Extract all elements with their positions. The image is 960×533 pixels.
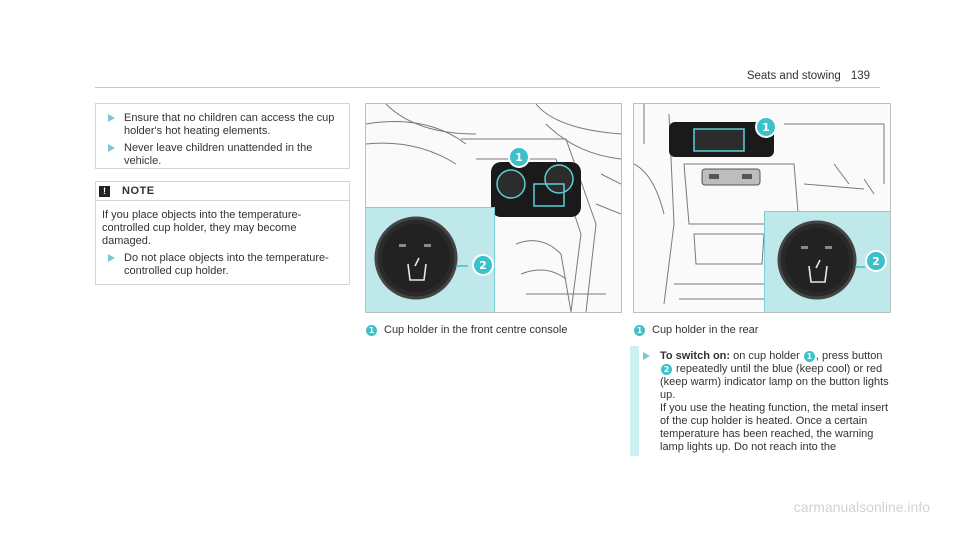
callout-2: 2 (865, 250, 887, 272)
page-number: 139 (850, 70, 870, 82)
arrow-icon (108, 114, 115, 122)
warning-item: Never leave children unattended in the v… (96, 142, 341, 168)
instruction-text: To switch on: on cup holder 1, press but… (660, 350, 890, 454)
header-divider (95, 87, 880, 88)
arrow-icon (108, 254, 115, 262)
figure-front-console: 1 2 (365, 103, 622, 313)
instruction-bar (630, 346, 639, 456)
note-header: ! NOTE (96, 182, 349, 201)
instruction-part: on cup holder (730, 350, 803, 362)
console-illustration (366, 104, 621, 312)
callout-2: 2 (472, 254, 494, 276)
instruction-part: repeatedly until the blue (keep cool) or… (660, 363, 889, 401)
inline-callout-2: 2 (661, 363, 672, 375)
cup-button-illustration (777, 220, 865, 300)
note-item: Do not place objects into the temperatur… (96, 252, 341, 278)
note-title: NOTE (122, 185, 155, 197)
button-inset (764, 211, 890, 312)
instruction-label: To switch on: (660, 350, 731, 362)
figure-caption-front: 1 Cup holder in the front centre console (362, 324, 567, 336)
arrow-icon (643, 352, 650, 360)
instruction-part: , press button (815, 350, 883, 362)
exclamation-icon: ! (99, 185, 110, 197)
figure-caption-rear: 1 Cup holder in the rear (630, 324, 758, 336)
instruction-paragraph: If you use the heating function, the met… (660, 402, 889, 453)
caption-text: Cup holder in the front centre console (384, 324, 568, 336)
caption-number: 1 (366, 324, 377, 336)
section-title: Seats and stowing (746, 70, 841, 82)
note-body: If you place objects into the temperatur… (102, 209, 302, 247)
callout-1: 1 (508, 146, 530, 168)
caption-text: Cup holder in the rear (652, 324, 759, 336)
cup-button-illustration (374, 216, 468, 300)
callout-1: 1 (755, 116, 777, 138)
watermark: carmanualsonline.info (793, 499, 930, 515)
figure-rear-console: 1 2 (633, 103, 891, 313)
note-box: ! NOTE If you place objects into the tem… (95, 181, 350, 285)
button-inset (366, 207, 495, 312)
caption-number: 1 (634, 324, 645, 336)
page-header: Seats and stowing 139 (747, 70, 870, 82)
arrow-icon (108, 144, 115, 152)
inline-callout-1: 1 (803, 350, 815, 362)
warning-item: Ensure that no children can access the c… (96, 112, 341, 138)
warning-item-text: Never leave children unattended in the v… (124, 142, 313, 167)
warning-box: Ensure that no children can access the c… (95, 103, 350, 169)
warning-item-text: Ensure that no children can access the c… (124, 112, 335, 137)
rear-console-illustration (634, 104, 885, 305)
note-item-text: Do not place objects into the temperatur… (124, 252, 329, 277)
